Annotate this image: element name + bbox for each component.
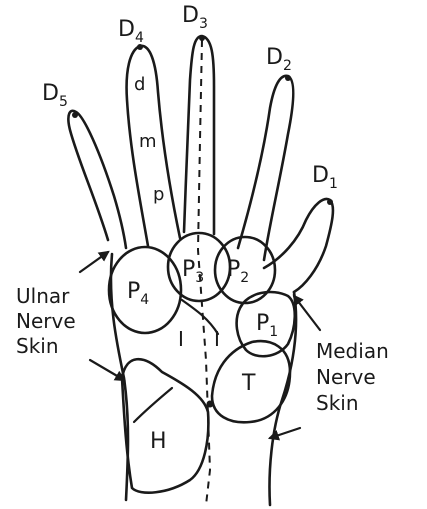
label-thenar: T <box>241 371 256 396</box>
label-d2: D2 <box>266 45 292 74</box>
label-phalanx-proximal: p <box>153 184 164 205</box>
label-interdigital-left: I <box>178 327 184 351</box>
label-pad-p3: P3 <box>182 257 204 286</box>
label-ulnar-line2: Nerve <box>16 309 76 333</box>
label-pad-p2: P2 <box>227 257 249 286</box>
label-pad-p4: P4 <box>127 279 149 308</box>
label-d5: D5 <box>42 81 68 110</box>
label-d3: D3 <box>182 3 208 32</box>
d5-tip-dot <box>72 112 78 118</box>
label-d4: D4 <box>118 17 144 46</box>
label-median-line3: Skin <box>316 391 359 415</box>
median-upper-arrow <box>294 296 320 330</box>
label-ulnar-line1: Ulnar <box>16 284 70 308</box>
label-pad-p1: P1 <box>256 311 278 340</box>
label-ulnar-line3: Skin <box>16 334 59 358</box>
pad-p4-outline <box>109 247 181 333</box>
d2-tip-dot <box>285 75 291 81</box>
label-median-line1: Median <box>316 339 389 363</box>
pad-hypothenar-outline <box>122 359 208 493</box>
ulnar-upper-arrow <box>80 252 108 272</box>
finger-d2-outline <box>238 76 293 260</box>
label-median-line2: Nerve <box>316 365 376 389</box>
finger-d5-outline <box>68 111 126 248</box>
finger-d3-outline <box>184 36 214 234</box>
interdigital-center-line <box>182 300 218 334</box>
label-phalanx-distal: d <box>134 74 145 95</box>
ulnar-lower-arrow <box>90 360 124 380</box>
label-hypothenar: H <box>150 429 167 454</box>
d1-tip-dot <box>327 199 333 205</box>
label-phalanx-middle: m <box>139 131 157 152</box>
label-d1: D1 <box>312 163 338 192</box>
label-interdigital-right: I <box>214 327 220 351</box>
hypothenar-crease <box>134 388 172 422</box>
